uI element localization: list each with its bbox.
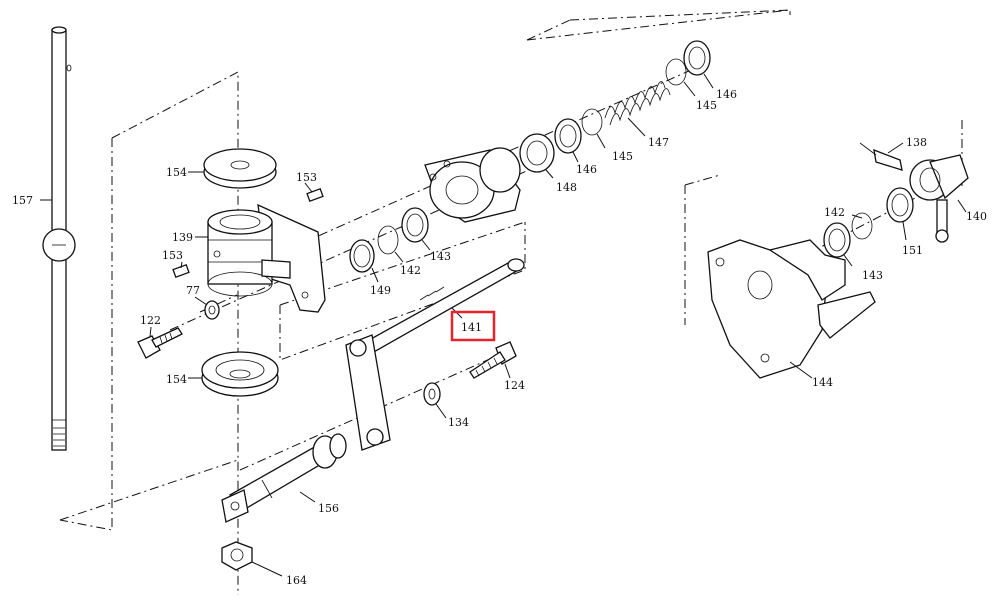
part-146-ring-lower <box>554 118 582 163</box>
part-142-snap-ring <box>377 225 404 263</box>
label-140: 140 <box>966 210 987 223</box>
part-147-spring <box>604 81 671 137</box>
part-145-snap-ring-lower <box>581 108 606 149</box>
label-149: 149 <box>370 284 391 297</box>
label-134: 134 <box>448 416 469 429</box>
label-157: 157 <box>12 194 33 207</box>
part-77-collar <box>194 296 220 320</box>
label-147: 147 <box>648 136 669 149</box>
label-154-bottom: 154 <box>166 373 187 386</box>
part-153-pins <box>172 182 324 278</box>
label-148: 148 <box>556 181 577 194</box>
label-153-top: 153 <box>296 171 317 184</box>
part-154-top-ring <box>188 148 277 189</box>
part-139-bracket <box>195 203 326 313</box>
part-157-shaft <box>40 26 76 451</box>
label-146-upper: 146 <box>716 88 737 101</box>
part-142-snap-ring-right <box>851 212 873 240</box>
part-140-ball-stud <box>909 154 969 243</box>
label-144: 144 <box>812 376 833 389</box>
part-151-ring <box>886 187 914 241</box>
label-151: 151 <box>902 244 923 257</box>
part-146-ring-upper <box>683 40 714 89</box>
label-143-right: 143 <box>862 269 883 282</box>
part-138-pin <box>859 142 904 171</box>
part-149-ring <box>349 239 379 283</box>
label-164: 164 <box>286 574 307 587</box>
part-143-bearing <box>401 207 431 251</box>
label-156: 156 <box>318 502 339 515</box>
part-labels: 157 154 153 139 153 77 122 154 149 142 1… <box>12 88 987 587</box>
part-122-bolt <box>137 326 183 359</box>
highlight-box <box>450 310 496 342</box>
label-124: 124 <box>504 379 525 392</box>
label-138: 138 <box>906 136 927 149</box>
label-139: 139 <box>172 231 193 244</box>
part-134-washer <box>423 382 447 419</box>
label-142-right: 142 <box>824 206 845 219</box>
label-143-left: 143 <box>430 250 451 263</box>
part-144-plate <box>707 239 876 379</box>
label-153-bottom: 153 <box>162 249 183 262</box>
part-156-pin <box>221 433 347 523</box>
label-145-lower: 145 <box>612 150 633 163</box>
label-141: 141 <box>461 321 482 334</box>
part-145-snap-ring-upper <box>665 58 696 97</box>
part-154-bottom-ring <box>188 351 279 397</box>
label-146-lower: 146 <box>576 163 597 176</box>
label-142-left: 142 <box>400 264 421 277</box>
label-145-upper: 145 <box>696 99 717 112</box>
label-122: 122 <box>140 314 161 327</box>
part-124-bolt <box>469 341 517 379</box>
part-143-bearing-right <box>823 222 853 267</box>
part-164-nut <box>221 541 283 577</box>
part-148-housing <box>424 133 555 223</box>
part-141-shaft-lever <box>345 258 525 451</box>
label-77: 77 <box>186 284 200 297</box>
label-154-top: 154 <box>166 166 187 179</box>
